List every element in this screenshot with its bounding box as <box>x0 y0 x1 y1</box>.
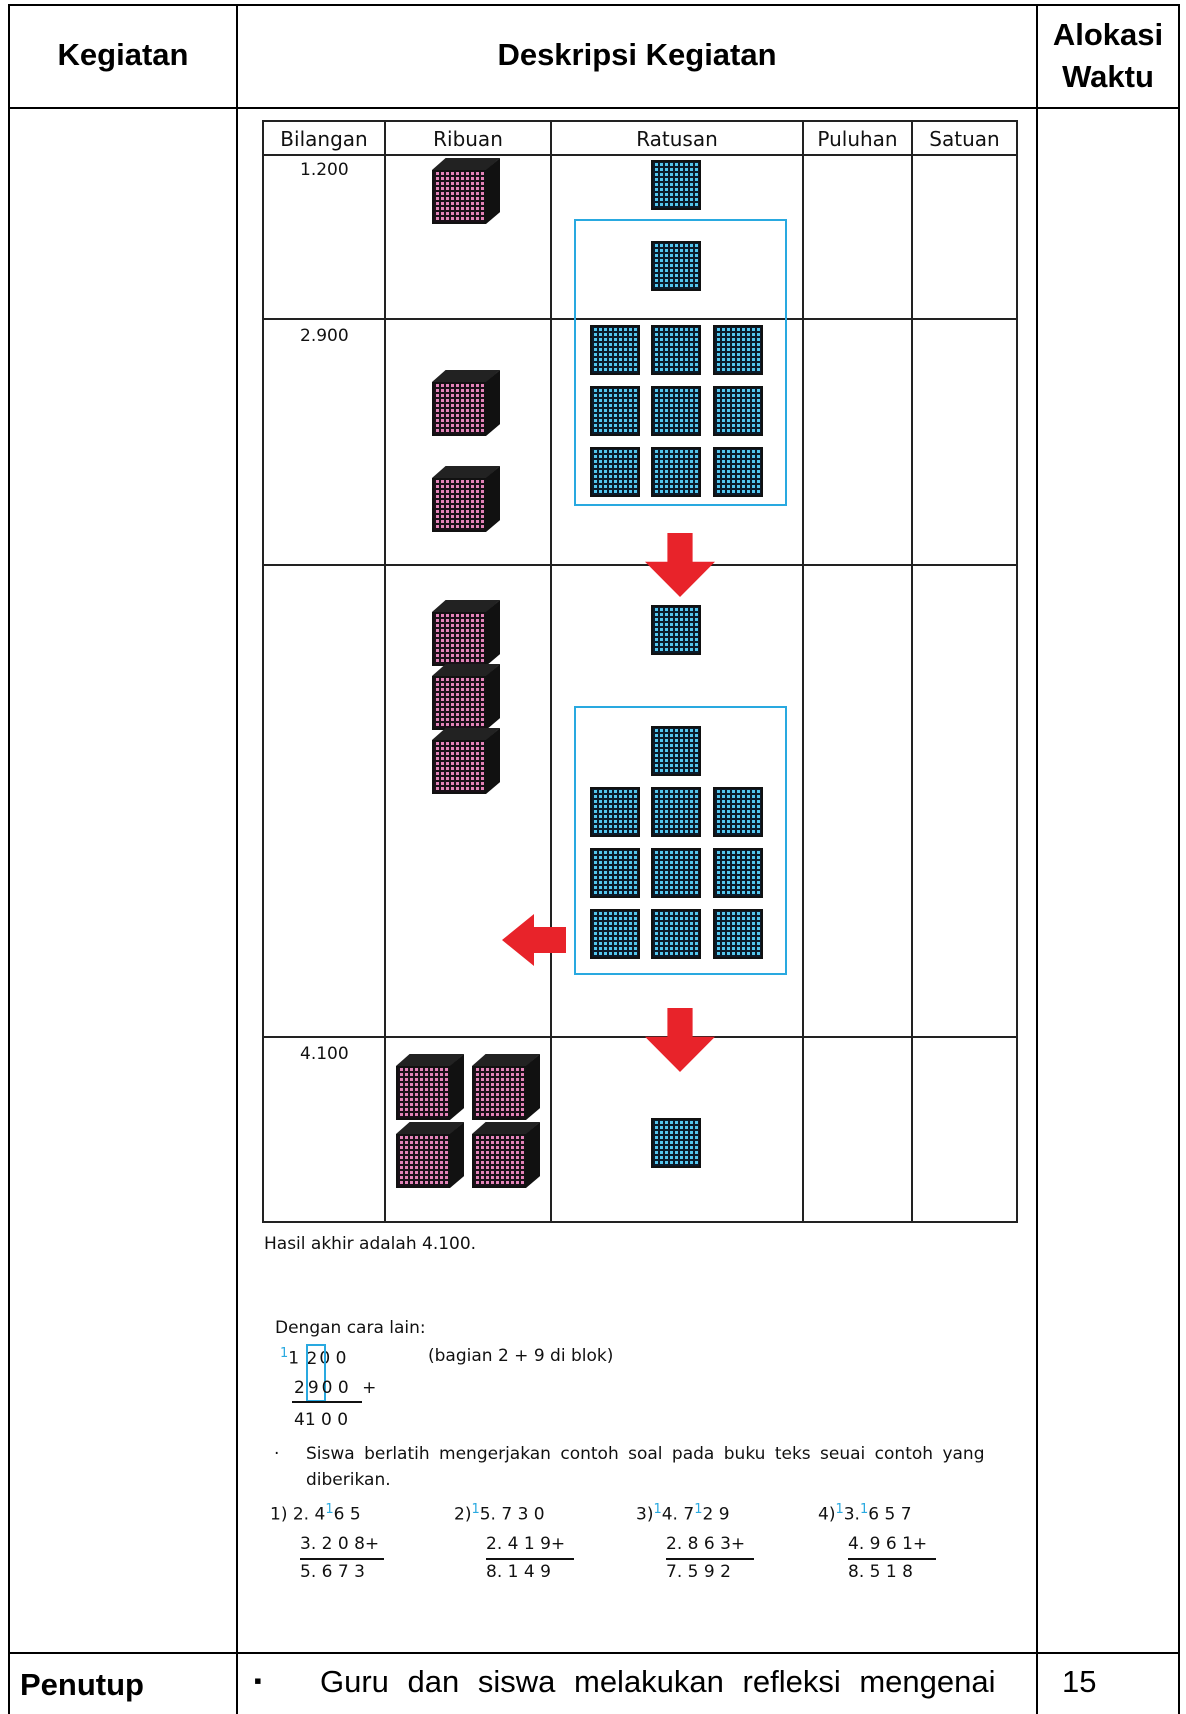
header-kegiatan: Kegiatan <box>57 37 189 72</box>
thousand-cube <box>432 728 500 794</box>
exercise-4-line-1: 4)13.16 5 7 <box>818 1502 912 1525</box>
hundred-flat <box>590 447 640 497</box>
row-number-4100: 4.100 <box>300 1044 349 1064</box>
thousand-cube <box>396 1054 464 1120</box>
exercise-4-line-2: 4. 9 6 1+ <box>848 1534 928 1554</box>
col-divider-1 <box>236 4 238 1714</box>
exercise-1-line-2: 3. 2 0 8+ <box>300 1534 380 1554</box>
hundred-flat <box>651 787 701 837</box>
row-number-1200: 1.200 <box>300 160 349 180</box>
footer-row-top <box>8 1652 1180 1654</box>
thousand-cube <box>396 1122 464 1188</box>
hundred-flat <box>651 605 701 655</box>
exercise-3-result: 7. 5 9 2 <box>666 1562 731 1582</box>
hundred-flat <box>651 1118 701 1168</box>
inner-row-line-1 <box>264 318 1016 320</box>
footer-bullet: ▪ <box>254 1668 262 1693</box>
footer-deskripsi: Guru dan siswa melakukan refleksi mengen… <box>320 1664 996 1699</box>
bullet-text-line-1: Siswa berlatih mengerjakan contoh soal p… <box>306 1444 985 1464</box>
carry-digit: 1 <box>280 1346 289 1361</box>
hundred-flat <box>651 386 701 436</box>
hundred-flat <box>713 909 763 959</box>
hundred-flat <box>651 447 701 497</box>
alt-method-title: Dengan cara lain: <box>275 1318 426 1338</box>
alt-line-3: 41 0 0 <box>294 1410 349 1430</box>
thousand-cube <box>432 370 500 436</box>
exercise-1-line-1: 1) 2. 416 5 <box>270 1502 361 1525</box>
inner-row-line-3 <box>264 1036 1016 1038</box>
col-divider-2 <box>1036 4 1038 1714</box>
bullet-dot: · <box>274 1444 280 1464</box>
exercise-3-line-2: 2. 8 6 3+ <box>666 1534 746 1554</box>
thousand-cube <box>472 1054 540 1120</box>
bullet-text-line-2: diberikan. <box>306 1470 391 1490</box>
carry-highlight-box-1 <box>574 219 787 506</box>
exercise-2-line-2: 2. 4 1 9+ <box>486 1534 566 1554</box>
hundred-flat <box>651 160 701 210</box>
exercise-2-result: 8. 1 4 9 <box>486 1562 551 1582</box>
hundred-flat <box>651 848 701 898</box>
alt-method-note: (bagian 2 + 9 di blok) <box>428 1346 614 1366</box>
place-value-table: Bilangan Ribuan Ratusan Puluhan Satuan 1… <box>262 120 1018 1223</box>
result-text: Hasil akhir adalah 4.100. <box>264 1234 477 1254</box>
carry-highlight-box-2 <box>574 706 787 975</box>
hundred-flat <box>651 325 701 375</box>
row-number-2900: 2.900 <box>300 326 349 346</box>
hundred-flat <box>651 909 701 959</box>
thousand-cube <box>432 600 500 666</box>
inner-col-line-2 <box>550 122 552 1221</box>
exercise-4-result: 8. 5 1 8 <box>848 1562 913 1582</box>
alt-sum-line <box>292 1401 362 1403</box>
inner-col-line-1 <box>384 122 386 1221</box>
exercise-3-line-1: 3)14. 712 9 <box>636 1502 730 1525</box>
header-row-bottom <box>8 107 1180 109</box>
hundred-flat <box>590 848 640 898</box>
inner-row-line-header <box>264 154 1016 156</box>
inner-row-line-2 <box>264 564 1016 566</box>
hundred-flat <box>590 386 640 436</box>
header-alokasi: Alokasi <box>1052 17 1164 52</box>
exercise-3-sum-line <box>666 1558 754 1560</box>
hundred-flat <box>651 241 701 291</box>
col-header-bilangan: Bilangan <box>280 127 368 151</box>
outer-border-right <box>1178 4 1180 1714</box>
exercise-1-sum-line <box>300 1558 384 1560</box>
boxed-digit: 2 <box>306 1348 318 1369</box>
exercise-4-sum-line <box>848 1558 936 1560</box>
hundred-flat <box>590 909 640 959</box>
exercise-1-result: 5. 6 7 3 <box>300 1562 365 1582</box>
header-deskripsi: Deskripsi Kegiatan <box>497 37 777 72</box>
inner-col-line-4 <box>911 122 913 1221</box>
header-waktu: Waktu <box>1062 59 1154 94</box>
col-header-puluhan: Puluhan <box>817 127 898 151</box>
hundred-flat <box>713 386 763 436</box>
inner-col-line-3 <box>802 122 804 1221</box>
hundred-flat <box>590 325 640 375</box>
footer-waktu: 15 <box>1062 1664 1097 1699</box>
col-header-ribuan: Ribuan <box>433 127 503 151</box>
outer-border-left <box>8 4 10 1714</box>
hundred-flat <box>590 787 640 837</box>
hundred-flat <box>651 726 701 776</box>
thousand-cube <box>432 466 500 532</box>
col-header-ratusan: Ratusan <box>636 127 718 151</box>
col-header-satuan: Satuan <box>929 127 1000 151</box>
hundred-flat <box>713 447 763 497</box>
exercise-2-line-1: 2)15. 7 3 0 <box>454 1502 545 1525</box>
thousand-cube <box>472 1122 540 1188</box>
thousand-cube <box>432 158 500 224</box>
hundred-flat <box>713 787 763 837</box>
outer-border-top <box>8 4 1180 6</box>
thousand-cube <box>432 664 500 730</box>
hundred-flat <box>713 325 763 375</box>
hundred-flat <box>713 848 763 898</box>
exercise-2-sum-line <box>486 1558 574 1560</box>
footer-kegiatan-penutup: Penutup <box>20 1667 144 1702</box>
